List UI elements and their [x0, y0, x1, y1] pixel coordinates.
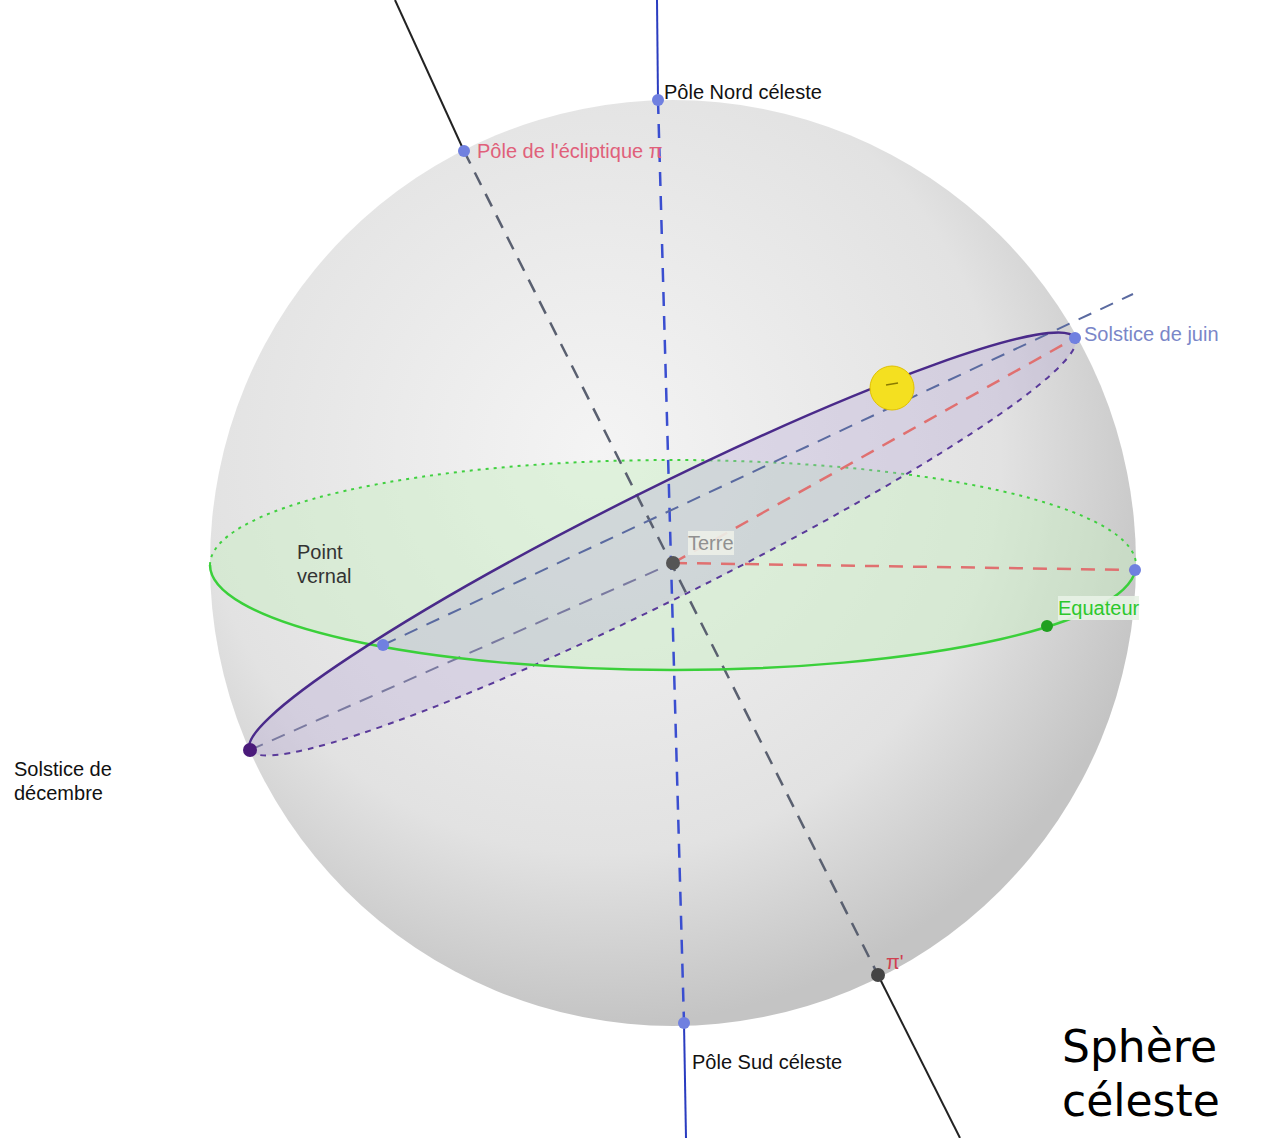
celestial-axis — [684, 1023, 686, 1138]
pole-label: Pôle de l'écliptique π — [477, 139, 663, 163]
solstice-label: Solstice de décembre — [14, 757, 164, 805]
sun-mark — [886, 383, 898, 385]
solstice-radius — [673, 338, 1075, 563]
pole-label: Pôle Sud céleste — [692, 1050, 842, 1074]
point-label: Terre — [688, 531, 734, 555]
equinox-line — [383, 294, 1133, 645]
pole-label: π' — [886, 950, 904, 974]
ecliptic-axis — [878, 975, 960, 1138]
june-solstice-point — [1069, 332, 1081, 344]
solstice-line — [250, 563, 673, 750]
equinox-radius — [673, 563, 1135, 570]
sun — [870, 366, 914, 410]
pole-label: Pôle Nord céleste — [664, 80, 822, 104]
equator-point — [1041, 620, 1053, 632]
point-label: Point vernal — [297, 540, 377, 588]
south-ecliptic-pole-point — [871, 968, 885, 982]
ecliptic-front — [249, 332, 1075, 750]
circle-label: Equateur — [1058, 596, 1139, 620]
south-pole-point — [678, 1017, 690, 1029]
ecliptic-axis — [395, 0, 464, 151]
ecliptic-axis-inside — [464, 151, 878, 975]
caption: Sphère céleste — [1062, 1020, 1262, 1128]
celestial-axis-inside — [658, 100, 684, 1023]
ecliptic-pole-point — [458, 145, 470, 157]
vernal-point — [377, 639, 389, 651]
earth-point — [666, 556, 680, 570]
equinox-point — [1129, 564, 1141, 576]
sphere — [210, 100, 1136, 1026]
north-pole-point — [652, 94, 664, 106]
december-solstice-point — [243, 743, 257, 757]
solstice-label: Solstice de juin — [1084, 322, 1219, 346]
celestial-axis — [657, 0, 658, 100]
